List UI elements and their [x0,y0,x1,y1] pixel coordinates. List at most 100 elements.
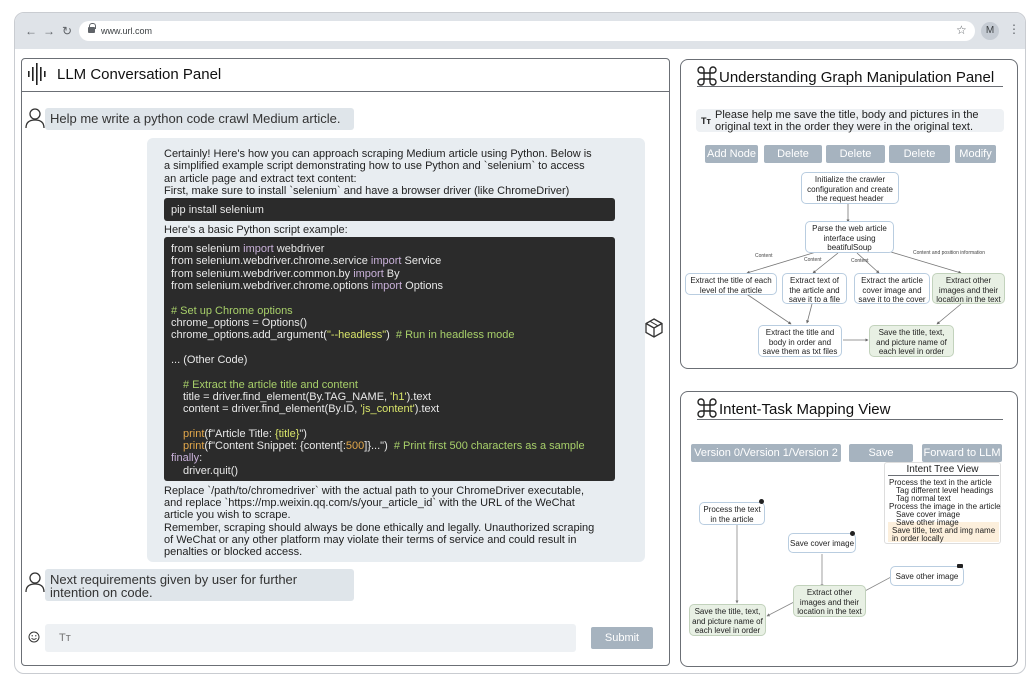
add-node-button[interactable]: Add Node [705,145,758,163]
panel-title: LLM Conversation Panel [57,66,222,83]
lock-icon [88,23,96,33]
message-input[interactable] [45,624,576,652]
assistant-outro-4: Remember, scraping should always be done… [164,522,595,534]
edge-label: Content [804,257,822,263]
code-line: ... (Other Code) [171,354,248,366]
back-icon[interactable]: ← [25,24,37,38]
understanding-graph-panel: Understanding Graph Manipulation Panel T… [680,59,1018,369]
command-icon [697,398,717,418]
edge-label: Content [851,258,869,264]
mapping-node[interactable]: Save the title, text,and picture name of… [689,604,766,636]
node-marker-icon [850,531,855,536]
code-line: from selenium.webdriver.chrome.options i… [171,280,444,292]
intent-tree-item[interactable]: Process the text in the article [889,478,992,487]
star-icon[interactable]: ☆ [956,23,967,37]
submit-button[interactable]: Submit [591,627,653,649]
intent-tree-item[interactable]: Tag different level headings [896,486,994,495]
llm-conversation-panel: LLM Conversation Panel Help me write a p… [21,58,670,666]
next-requirements-line-1: Next requirements given by user for furt… [50,572,298,587]
code-comment: # Set up Chrome options [171,305,293,317]
intent-tree-title: Intent Tree View [906,464,979,475]
code-line: from selenium.webdriver.chrome.service i… [171,255,442,267]
title-underline [697,419,1003,420]
version-selector-button[interactable]: Version 0/Version 1/Version 2 [691,444,841,462]
edge-label: Content [755,253,773,259]
assistant-intro-3: an article page and extract text content… [164,173,357,185]
code-comment: # Extract the article title and content [183,379,358,391]
graph-edges [744,204,962,342]
save-version-button[interactable]: Save Version [849,444,913,477]
code-line: print(f"Article Title: {title}") [183,428,307,440]
install-command: pip install selenium [171,204,264,216]
panel-title: Intent-Task Mapping View [719,401,891,418]
next-requirements-line-2: intention on code. [50,585,153,600]
user-icon [25,108,45,129]
mapping-node[interactable]: Save other image [890,566,964,586]
code-line: title = driver.find_element(By.TAG_NAME,… [183,391,432,403]
intent-tree-item[interactable]: Tag normal text [896,494,951,503]
intent-prompt: Tт Please help me save the title, body a… [696,109,1004,133]
delete-node-button[interactable]: Delete Node [764,145,822,178]
install-code-block: pip install selenium [164,198,615,221]
intent-tree-item[interactable]: Save title, text and img name [892,526,996,535]
assistant-intro-2: a simplified example script demonstratin… [164,160,585,172]
intent-tree-item[interactable]: in order locally [892,534,944,543]
edge-label: Content and position information [913,250,985,256]
prompt-line-2: original text in the order they were in … [715,121,974,133]
prompt-line-1: Please help me save the title, body and … [715,109,979,121]
image-marker-icon [957,564,963,568]
next-requirements-message: Next requirements given by user for furt… [45,569,354,601]
graph-node[interactable]: Save the title, text,and picture name of… [869,325,954,357]
assistant-intro-4: First, make sure to install `selenium` a… [164,185,570,197]
code-line: finally: [171,452,203,464]
cube-icon[interactable] [643,317,665,339]
intent-tree-divider [888,475,999,476]
mapping-node[interactable]: Save cover image [788,533,856,553]
panel-title: Understanding Graph Manipulation Panel [719,69,995,86]
address-bar[interactable]: www.url.com [79,21,975,41]
intent-tree-item[interactable]: Process the image in the article [889,502,1001,511]
command-icon [697,66,717,86]
intent-task-mapping-panel: Intent-Task Mapping View Version 0/Versi… [680,391,1018,667]
code-line: driver.quit() [183,465,239,477]
code-line: from selenium import webdriver [171,243,325,255]
intent-tree-item[interactable]: Save other image [896,518,959,527]
code-line: from selenium.webdriver.common.by import… [171,268,400,280]
code-line: print(f"Content Snippet: {content[:500]}… [183,440,585,452]
modify-button[interactable]: Modify [955,145,996,163]
user-icon [25,572,45,593]
assistant-outro-2: and replace `https://mp.weixin.qq.com/s/… [164,497,575,509]
code-line: content = driver.find_element(By.ID, 'js… [183,403,440,415]
assistant-outro-6: penalties or blocked access. [164,546,303,558]
browser-toolbar: ← → ↻ www.url.com ☆ M ⋮ [15,13,1025,49]
intent-tree-view: Intent Tree View Process the text in the… [884,462,1001,544]
emoji-icon[interactable] [28,631,40,643]
code-line: chrome_options = Options() [171,317,308,329]
python-code-block: from selenium import webdriver from sele… [164,237,615,481]
menu-icon[interactable]: ⋮ [1008,22,1020,36]
reload-icon[interactable]: ↻ [61,24,73,38]
forward-to-llm-button[interactable]: Forward to LLM [922,444,1002,462]
forward-icon[interactable]: → [43,24,55,38]
assistant-outro-1: Replace `/path/to/chromedriver` with the… [164,485,585,497]
delete-node-button[interactable]: Delete Node [826,145,885,178]
intent-tree-item[interactable]: Save cover image [896,510,961,519]
assistant-message: Certainly! Here's how you can approach s… [147,138,645,562]
basic-script-label: Here's a basic Python script example: [164,224,348,236]
code-line: chrome_options.add_argument("--headless"… [171,329,515,341]
avatar[interactable]: M [981,22,999,40]
user-message: Help me write a python code crawl Medium… [45,108,354,130]
delete-node-button[interactable]: Delete Node [889,145,950,178]
node-marker-icon [759,499,764,504]
assistant-outro-3: article you wish to scrape. [164,509,291,521]
title-underline [697,86,1003,87]
